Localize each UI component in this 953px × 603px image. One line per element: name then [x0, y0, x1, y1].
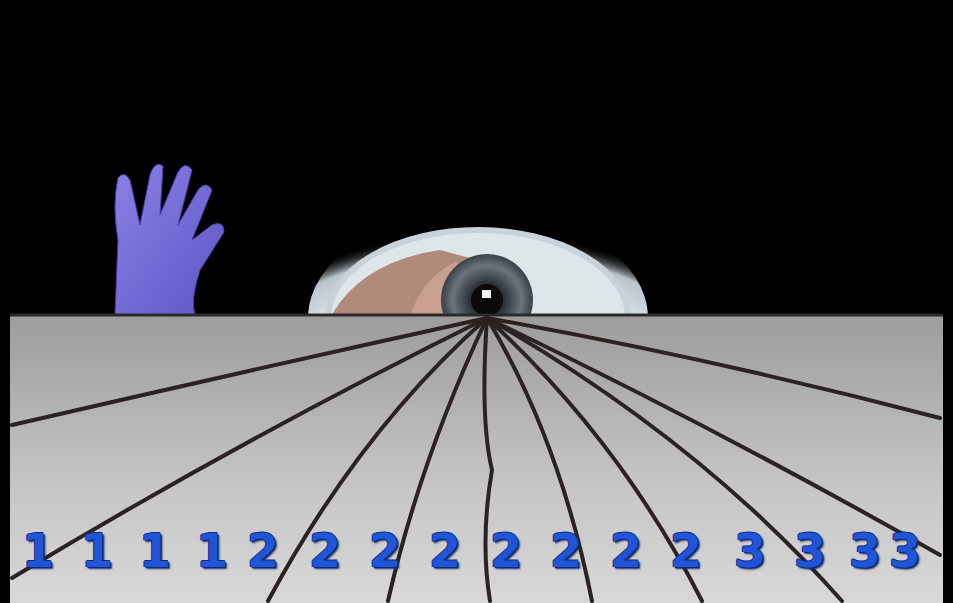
- callout-number: 1: [139, 528, 171, 574]
- callout-number: 2: [610, 528, 642, 574]
- callout-number: 3: [889, 528, 921, 574]
- eye: [308, 210, 648, 314]
- callout-number: 1: [196, 528, 228, 574]
- radiating-lines: [12, 318, 940, 601]
- callout-number: 2: [247, 528, 279, 574]
- callout-number: 3: [849, 528, 881, 574]
- callout-number: 2: [429, 528, 461, 574]
- callout-number: 3: [794, 528, 826, 574]
- callout-number: 1: [81, 528, 113, 574]
- callout-number: 3: [734, 528, 766, 574]
- callout-number: 2: [369, 528, 401, 574]
- callout-number: 2: [490, 528, 522, 574]
- horizon-line: [10, 314, 943, 317]
- callout-number: 1: [22, 528, 54, 574]
- callout-number: 2: [670, 528, 702, 574]
- hand: [115, 164, 224, 315]
- callout-number: 2: [309, 528, 341, 574]
- floor: [10, 315, 943, 603]
- callout-number: 2: [550, 528, 582, 574]
